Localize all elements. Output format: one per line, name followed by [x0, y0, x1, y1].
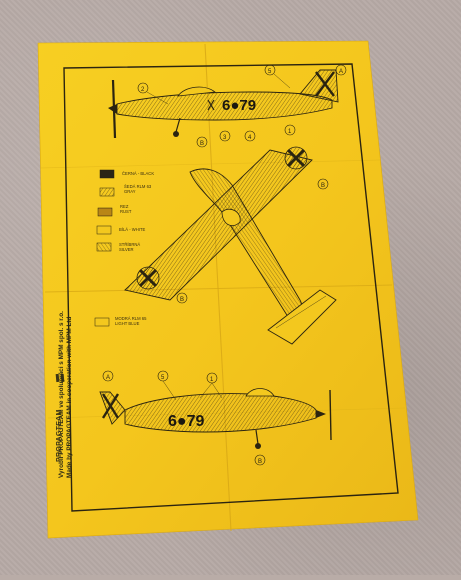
svg-text:B: B — [200, 141, 204, 147]
brand-name: PROPAGTEAM — [56, 409, 63, 462]
legend-label-silver: STŘÍBRNÁ SILVER — [119, 242, 141, 252]
fuselage-code-top: 6●79 — [222, 97, 256, 114]
legend-label-white: BÍLÁ - WHITE — [119, 227, 146, 232]
svg-text:2: 2 — [141, 87, 145, 93]
svg-text:1: 1 — [210, 377, 214, 383]
legend-label-rust: REZ RUST — [120, 204, 132, 214]
sheet-border — [63, 63, 399, 512]
legend-label-black: ČERNÁ - BLACK — [122, 171, 155, 176]
brand-mark — [55, 373, 65, 383]
svg-text:5: 5 — [268, 69, 272, 75]
svg-text:5: 5 — [161, 375, 165, 381]
fuselage-code-bottom: 6●79 — [168, 413, 204, 430]
aircraft-plan-view: B B — [124, 146, 337, 345]
svg-text:B: B — [258, 459, 262, 465]
credits-line-2: Made by PROPAGTEAM in cooperation with M… — [66, 316, 74, 478]
legend-label-lightblue: MODRÁ RLM 65 LIGHT BLUE — [115, 316, 147, 326]
svg-text:A: A — [106, 375, 110, 381]
svg-text:B: B — [180, 297, 184, 303]
legend-label-gray: ŠEDÁ RLM 63 GRAY — [124, 184, 152, 194]
color-legend — [94, 169, 115, 327]
fold-crease-vertical — [204, 43, 232, 532]
svg-text:4: 4 — [248, 135, 252, 141]
aircraft-side-view-top: 6●79 2 5 A B 3 4 1 — [108, 64, 347, 148]
svg-text:3: 3 — [223, 135, 227, 141]
svg-text:A: A — [339, 69, 343, 75]
svg-text:1: 1 — [288, 129, 292, 135]
fold-crease-horizontal — [44, 284, 393, 293]
aircraft-side-view-bottom: 6●79 A 5 1 B — [99, 370, 332, 466]
svg-text:B: B — [321, 183, 325, 189]
